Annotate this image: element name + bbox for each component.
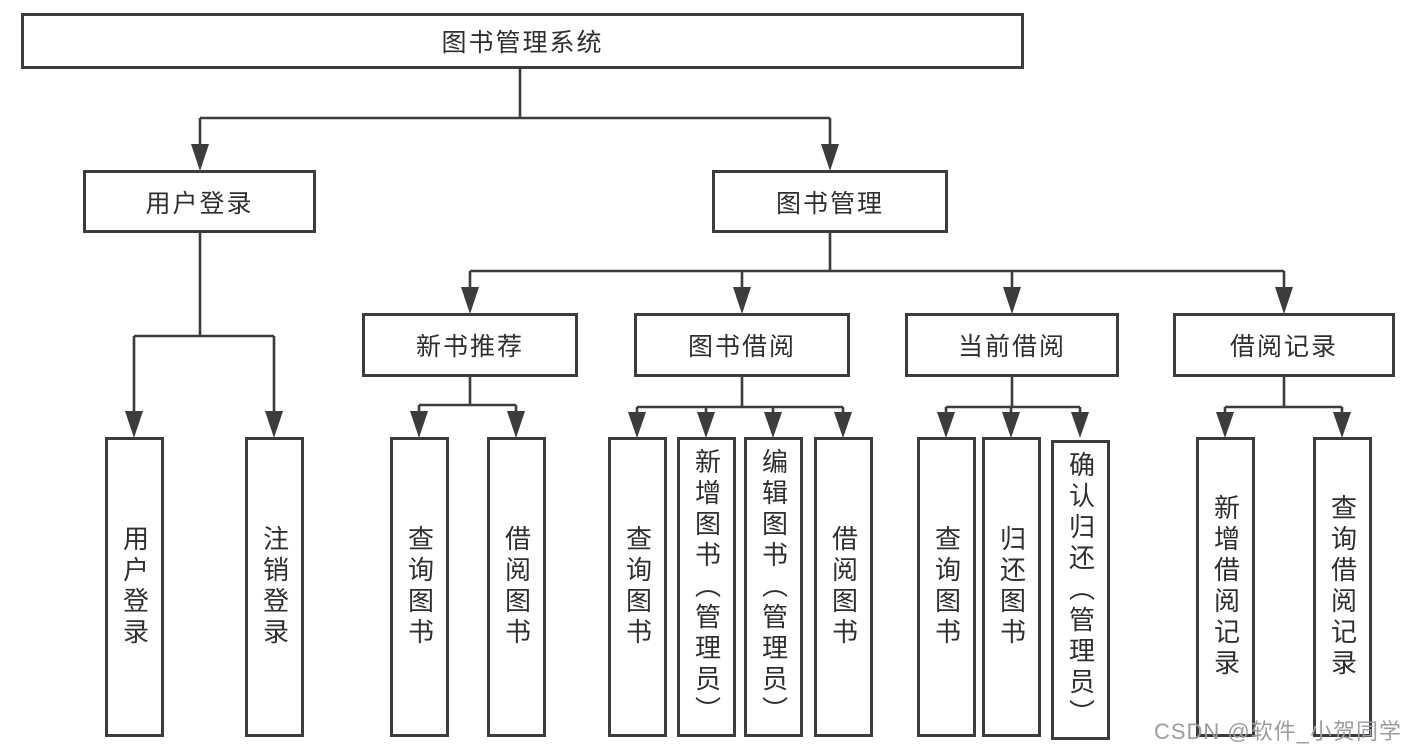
leaf-cb-return-books: 归还图书	[982, 437, 1041, 737]
leaf-label: 查询图书	[931, 525, 962, 649]
branch-label: 图书管理	[775, 189, 884, 218]
leaf-label: 借阅图书	[501, 525, 532, 649]
arrowhead	[834, 412, 852, 438]
leaf-label: 查询图书	[622, 525, 653, 649]
arrowhead	[507, 411, 525, 438]
arrowhead	[1071, 412, 1089, 438]
leaf-label: 注销登录	[259, 525, 290, 649]
connector-root-to-branches	[198, 68, 832, 146]
root-node-label: 图书管理系统	[441, 29, 604, 57]
arrowhead	[1003, 287, 1021, 314]
group-current-borrow: 当前借阅	[905, 313, 1119, 377]
connector-user-login-to-leaves	[132, 232, 276, 413]
arrowhead	[410, 411, 428, 438]
connector-new-book-to-leaves	[417, 376, 518, 413]
group-label: 新书推荐	[415, 333, 524, 361]
group-label: 当前借阅	[957, 333, 1066, 361]
group-label: 图书借阅	[687, 333, 796, 361]
arrowhead	[821, 144, 839, 171]
leaf-cb-query-books: 查询图书	[917, 437, 976, 737]
connector-current-borrow-to-leaves	[944, 376, 1082, 414]
leaf-label: 编辑图书（管理员）	[758, 447, 789, 727]
leaf-bb-query-books: 查询图书	[608, 437, 667, 737]
arrowhead	[1216, 412, 1234, 438]
leaf-label: 查询图书	[404, 525, 435, 649]
connector-book-management-to-groups	[468, 232, 1286, 289]
arrowhead	[764, 412, 782, 438]
branch-book-management: 图书管理	[712, 170, 948, 233]
leaf-br-query-record: 查询借阅记录	[1313, 437, 1372, 737]
leaf-label: 用户登录	[119, 525, 150, 649]
arrowhead	[461, 287, 479, 314]
connector-book-borrow-to-leaves	[635, 376, 845, 414]
leaf-cb-confirm-return-admin: 确认归还（管理员）	[1051, 440, 1110, 740]
group-borrow-records: 借阅记录	[1173, 313, 1395, 377]
leaf-label: 确认归还（管理员）	[1065, 450, 1096, 730]
leaf-bb-add-books-admin: 新增图书（管理员）	[677, 437, 736, 737]
arrowhead	[733, 287, 751, 314]
arrowhead	[1275, 287, 1293, 314]
group-label: 借阅记录	[1229, 333, 1338, 361]
leaf-br-add-record: 新增借阅记录	[1196, 437, 1255, 737]
branch-user-login: 用户登录	[83, 170, 316, 233]
root-node-library-system: 图书管理系统	[21, 13, 1024, 69]
arrowhead	[191, 144, 209, 171]
branch-label: 用户登录	[145, 189, 254, 218]
leaf-label: 新增借阅记录	[1210, 494, 1241, 680]
leaf-logout: 注销登录	[245, 437, 304, 737]
leaf-user-login: 用户登录	[105, 437, 164, 737]
arrowhead	[937, 412, 955, 438]
leaf-bb-edit-books-admin: 编辑图书（管理员）	[744, 437, 803, 737]
arrowhead	[125, 411, 143, 438]
group-book-borrow: 图书借阅	[634, 313, 850, 377]
connector-borrow-records-to-leaves	[1223, 376, 1344, 414]
arrowhead	[265, 411, 283, 438]
arrowhead	[1333, 412, 1351, 438]
arrowhead	[1002, 412, 1020, 438]
leaf-bb-borrow-books: 借阅图书	[814, 437, 873, 737]
leaf-label: 归还图书	[996, 525, 1027, 649]
arrowhead	[697, 412, 715, 438]
leaf-label: 查询借阅记录	[1327, 494, 1358, 680]
leaf-label: 借阅图书	[828, 525, 859, 649]
leaf-nb-borrow-books: 借阅图书	[487, 437, 546, 737]
group-new-book-recommend: 新书推荐	[362, 313, 578, 377]
leaf-label: 新增图书（管理员）	[691, 447, 722, 727]
arrowhead	[628, 412, 646, 438]
csdn-watermark: CSDN @软件_小贺同学	[1153, 719, 1402, 744]
leaf-nb-query-books: 查询图书	[390, 437, 449, 737]
